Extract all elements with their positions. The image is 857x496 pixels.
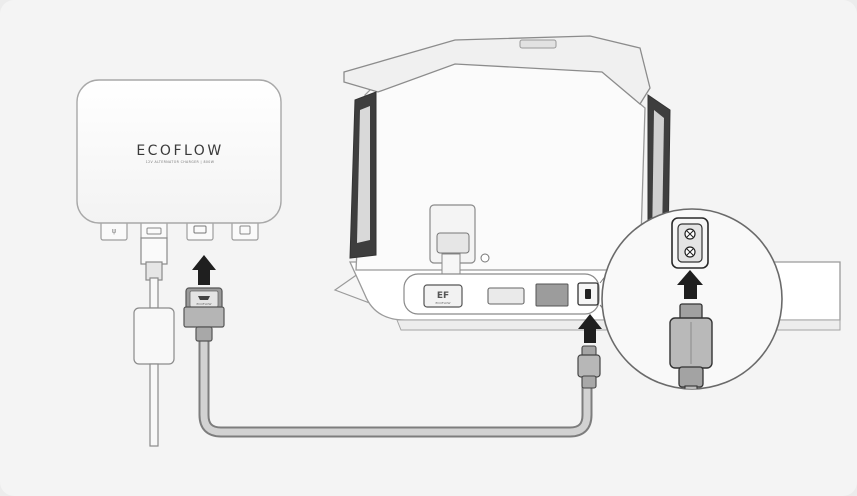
svg-text:ECOFLOW: ECOFLOW (197, 302, 212, 306)
ef-badge-subtext: ECOFLOW (436, 301, 451, 305)
alternator-charger: ψ ECOFLOW 12V ALTERNATOR CHARGER | 800W (77, 80, 281, 240)
vent-grille (536, 284, 568, 306)
svg-text:ψ: ψ (112, 227, 117, 235)
ef-badge-text: EF (437, 291, 449, 301)
charger-brand-logo: ECOFLOW (136, 143, 223, 159)
charger-tagline: 12V ALTERNATOR CHARGER | 800W (146, 160, 215, 164)
power-button (488, 288, 524, 304)
inline-fuse (134, 308, 174, 364)
